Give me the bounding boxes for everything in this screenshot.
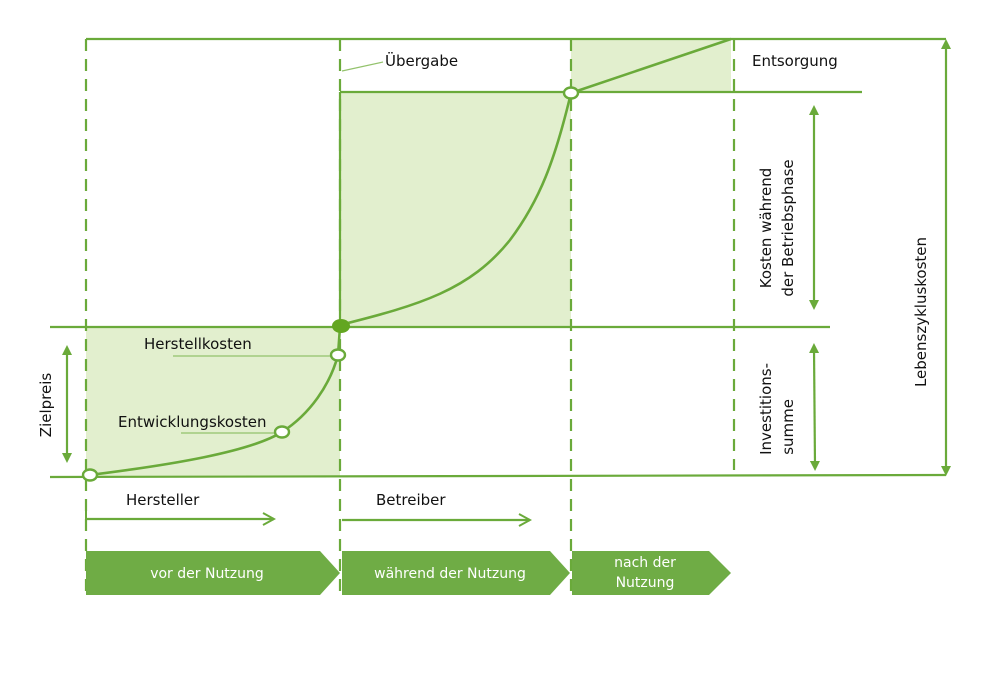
development-cost-marker [273,425,291,439]
investitionssumme-arrow [809,343,820,471]
area-before-use [86,327,340,477]
herstellkosten-label: Herstellkosten [144,335,252,353]
betreiber-label: Betreiber [376,491,446,509]
phase-during-use-label: während der Nutzung [374,566,526,582]
phase-after-use [572,551,731,595]
betriebsphase-label-line2: der Betriebsphase [779,159,797,296]
phase-before-use [86,551,340,595]
investitionssumme-label-line1: Investitions- [757,363,775,455]
manufacturing-cost-marker [329,348,347,362]
phase-before-use-label: vor der Nutzung [150,566,264,582]
start-point-marker [81,468,99,482]
area-during-use [340,92,571,327]
betriebsphase-label-line1: Kosten während [757,168,775,289]
entsorgung-label: Entsorgung [752,52,838,70]
cost-curve-during-use [339,92,573,327]
disposal-start-marker [562,86,580,100]
baseline [49,473,947,479]
entwicklungskosten-label: Entwicklungskosten [118,413,267,431]
betriebsphase-label: Kosten während der Betriebsphase [757,159,797,296]
uebergabe-label: Übergabe [385,51,458,70]
investitionssumme-label: Investitions- summe [757,363,797,455]
cost-curve-disposal [570,37,732,95]
phase-after-use-label-line1: nach der [614,555,676,571]
phase-during-use [342,551,570,595]
uebergabe-leader [341,61,384,72]
zielpreis-label: Zielpreis [37,373,55,438]
phase-after-use-label-line2: Nutzung [616,575,675,591]
hersteller-label: Hersteller [126,491,200,509]
handover-marker [332,319,350,333]
lebenszykluskosten-label: Lebenszykluskosten [912,237,930,387]
investitionssumme-label-line2: summe [779,399,797,455]
cost-curve-before-use [89,326,342,477]
